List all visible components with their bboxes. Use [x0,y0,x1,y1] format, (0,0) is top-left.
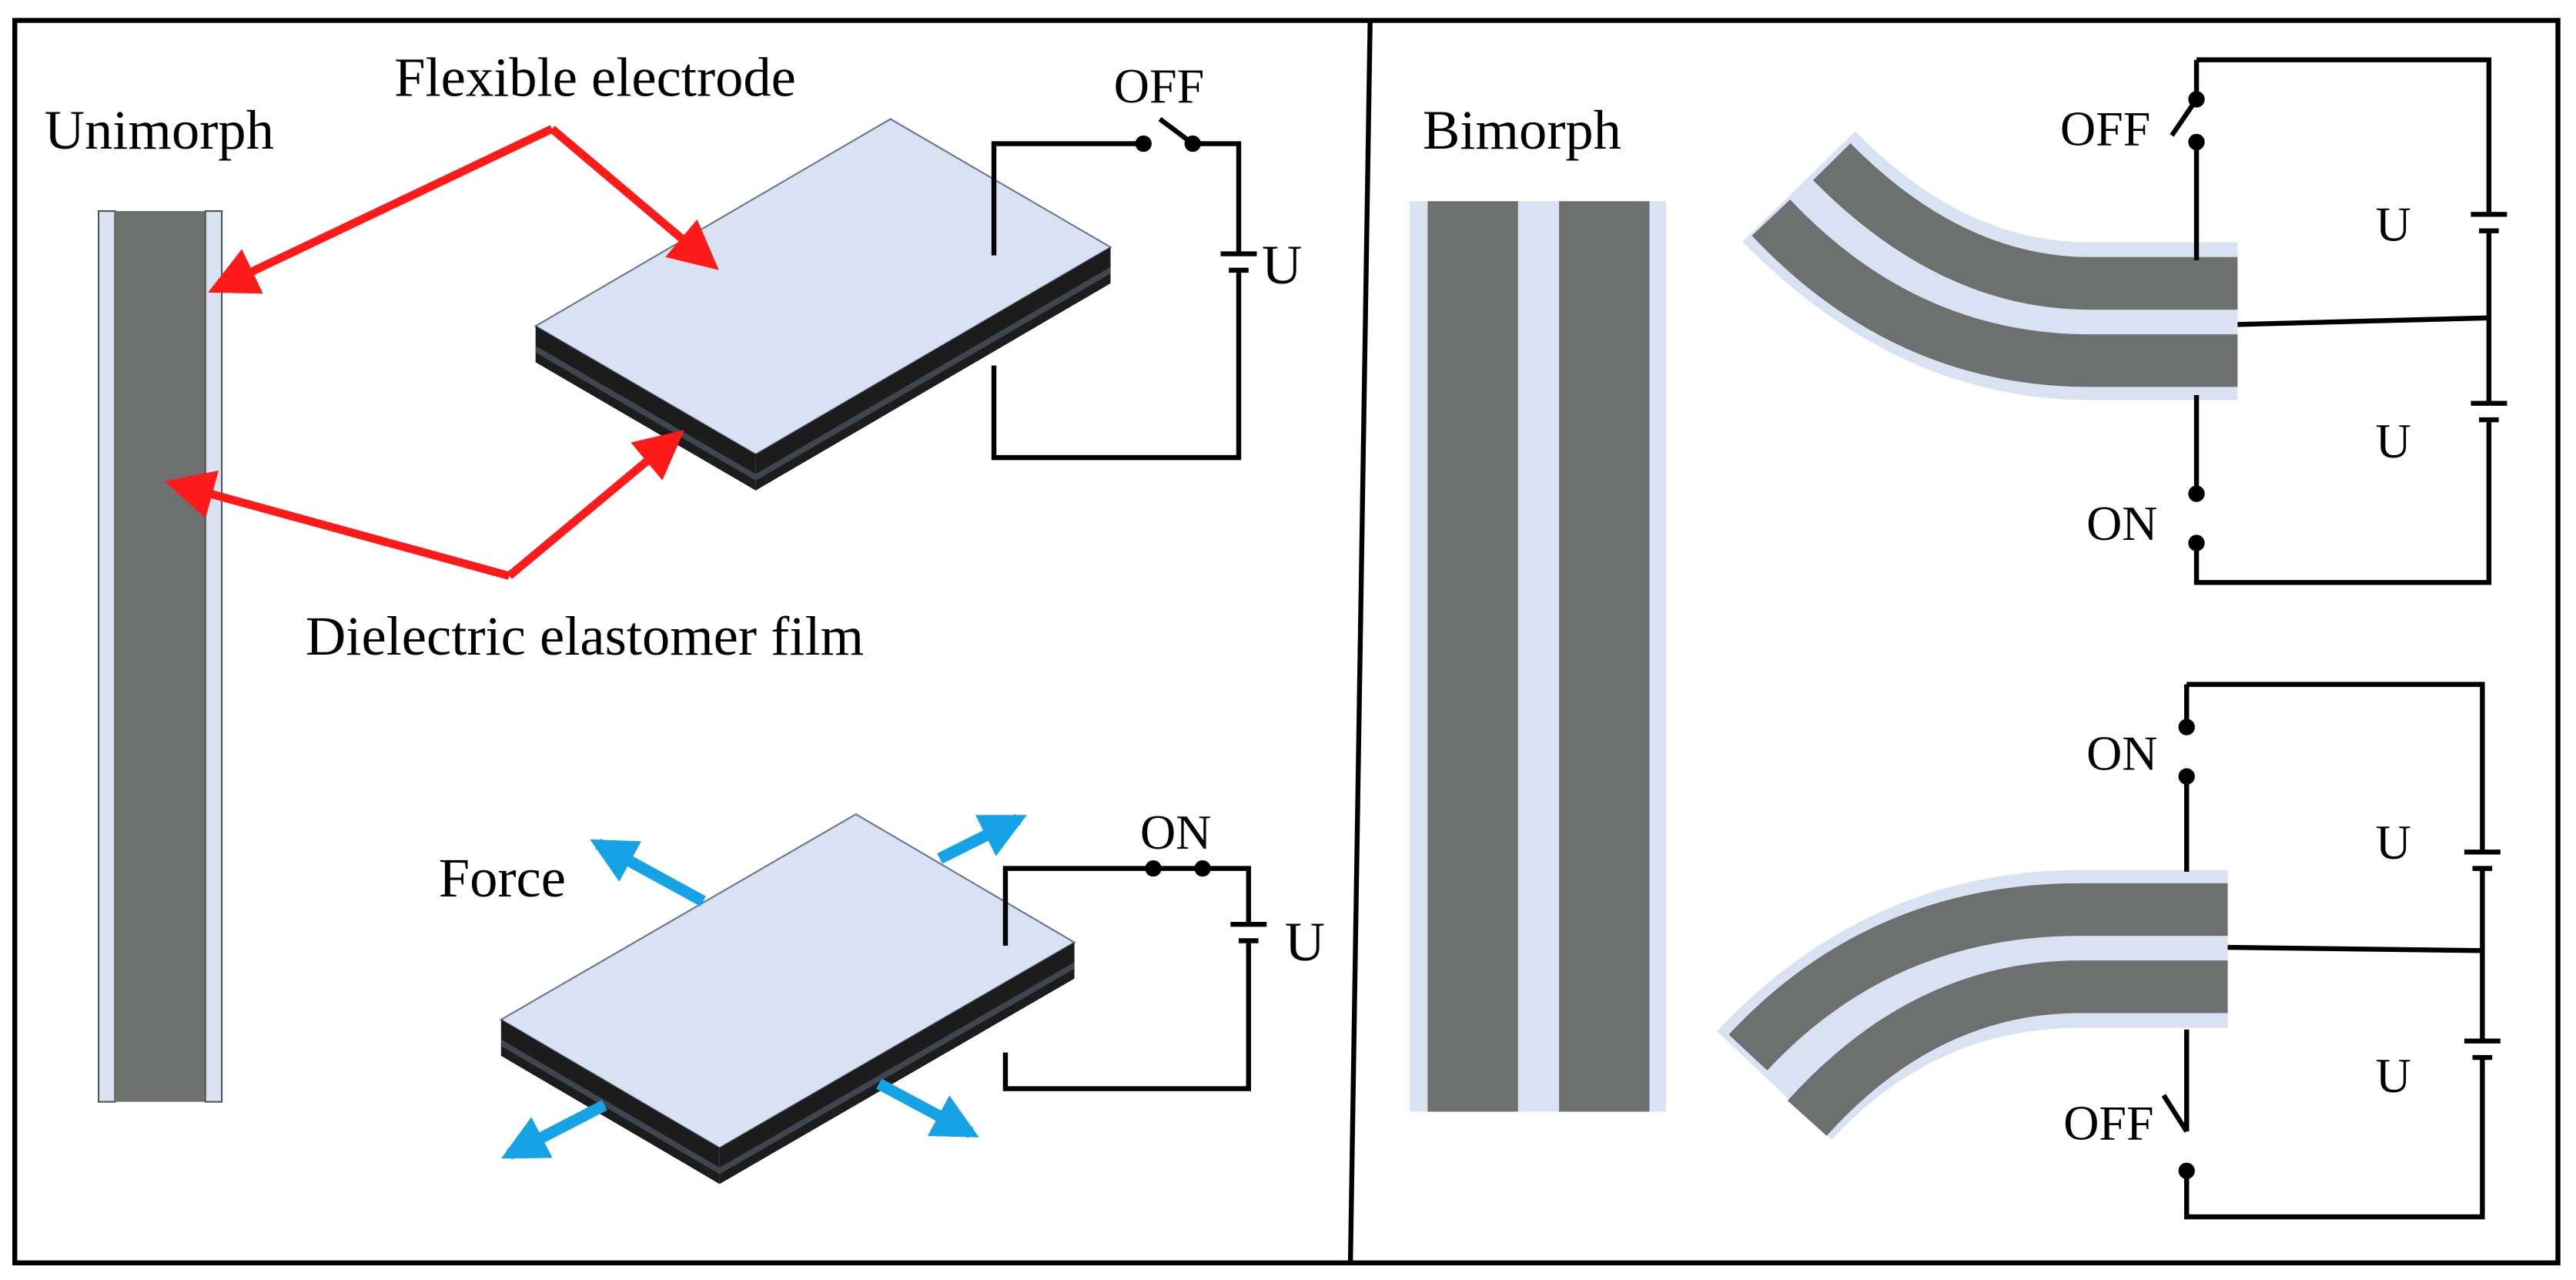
unimorph-on-label: ON [1140,805,1211,859]
force-arrows [500,813,1027,1160]
bimorph-panel: Bimorph [1409,57,2507,1220]
unimorph-circuit-off [991,116,1257,461]
bimorph-circuit-upper [2170,57,2507,585]
film-callout-arrows [164,430,685,580]
bimorph-upper-on-label: ON [2086,496,2157,551]
outer-frame [12,18,2561,1265]
unimorph-off-label: OFF [1114,59,1204,113]
bimorph-lower-off-label: OFF [2063,1096,2153,1151]
bimorph-title: Bimorph [1423,99,1621,161]
force-label: Force [439,846,566,909]
unimorph-plate-off [534,118,1112,491]
electrode-callout-arrows [208,125,719,294]
bimorph-upper-u2-label: U [2376,414,2411,468]
unimorph-title: Unimorph [45,99,274,161]
bimorph-straight-strip [1409,201,1666,1112]
dielectric-film-label: Dielectric elastomer film [306,605,864,667]
bimorph-lower-u2-label: U [2376,1048,2411,1103]
bimorph-upper-u1-label: U [2376,196,2411,251]
bimorph-bent-upper [1742,130,2238,400]
unimorph-panel: Unimorph Flexible electrode Dielectric e… [45,46,1325,1185]
bimorph-lower-on-label: ON [2086,726,2157,781]
unimorph-circuit-on [1002,859,1267,1091]
bimorph-circuit-lower [2161,682,2501,1220]
panel-divider [1347,20,1373,1263]
unimorph-u-label-top: U [1262,233,1302,296]
flexible-electrode-label: Flexible electrode [394,46,796,109]
unimorph-cross-section [97,209,223,1103]
bimorph-upper-off-label: OFF [2060,102,2150,156]
unimorph-u-label-bottom: U [1285,910,1325,973]
unimorph-plate-on [499,813,1076,1185]
bimorph-lower-u1-label: U [2376,815,2411,870]
bimorph-bent-lower [1717,870,2228,1141]
